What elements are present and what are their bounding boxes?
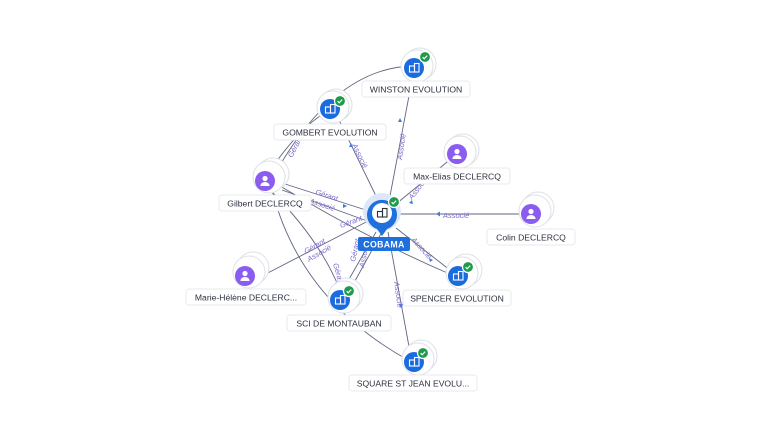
arrow-gilbert (343, 204, 347, 208)
edge-winston-center (389, 79, 413, 197)
edge-label-square: Associé (392, 280, 405, 308)
node-mariehelene[interactable]: Marie-Hélène DECLERC... (185, 251, 307, 306)
verified-badge (461, 260, 475, 274)
node-label: SCI DE MONTAUBAN (296, 319, 381, 329)
node-label-bg (403, 167, 511, 185)
center-label: COBAMA (363, 240, 405, 250)
person-icon (526, 208, 536, 219)
company-icon (376, 207, 388, 218)
verified-badge (387, 195, 401, 209)
verified-badge (418, 50, 432, 64)
arrow-winston (398, 118, 402, 122)
check-icon (391, 200, 397, 205)
node-winston[interactable]: WINSTON EVOLUTION (361, 47, 471, 98)
node-colin[interactable]: Colin DECLERCQ (486, 191, 576, 246)
node-label: SPENCER EVOLUTION (410, 294, 504, 304)
node-label-bg (273, 123, 387, 141)
node-label-bg (361, 80, 471, 98)
edge-gilbert-square (271, 189, 409, 361)
edge-marie-center (261, 219, 371, 277)
edge-spencer-center (395, 227, 456, 275)
arrow-square (399, 304, 403, 308)
check-icon (337, 99, 343, 104)
arrow-gombert (349, 143, 353, 147)
node-label: SQUARE ST JEAN EVOLU... (357, 379, 470, 389)
person-icon (260, 175, 270, 186)
node-label-bg (486, 228, 576, 246)
company-icon (334, 294, 346, 305)
person-icon (452, 148, 462, 159)
node-label-bg (185, 288, 307, 306)
node-label: WINSTON EVOLUTION (370, 85, 462, 95)
verified-badge (333, 94, 347, 108)
node-label: Max-Elias DECLERCQ (413, 172, 501, 182)
node-label-bg (402, 289, 512, 307)
arrow-colin (436, 211, 440, 217)
node-spencer[interactable]: SPENCER EVOLUTION (402, 253, 512, 307)
node-label-bg (286, 314, 392, 332)
node-label-bg (218, 194, 312, 212)
company-icon (408, 356, 420, 367)
person-icon (240, 270, 250, 281)
node-label: Gilbert DECLERCQ (227, 199, 303, 209)
check-icon (346, 289, 352, 294)
node-label: Colin DECLERCQ (496, 233, 566, 243)
edge-label-gilbert-gerant-2: Gérant (339, 213, 364, 230)
edge-square-center (387, 231, 411, 353)
node-gilbert[interactable]: Gilbert DECLERCQ (218, 157, 312, 212)
edge-arrows (343, 118, 440, 308)
check-icon (465, 265, 471, 270)
verified-badge (416, 346, 430, 360)
node-scimontauban[interactable]: SCI DE MONTAUBAN (286, 277, 392, 332)
company-icon (324, 103, 336, 114)
center-node-cobama[interactable]: COBAMA (358, 193, 410, 251)
check-icon (420, 351, 426, 356)
node-squarestjean[interactable]: SQUARE ST JEAN EVOLU... (348, 339, 478, 392)
edge-label-gombert: Associé (350, 141, 370, 169)
check-icon (422, 55, 428, 60)
node-label: Marie-Hélène DECLERC... (195, 293, 297, 303)
edge-gilbert-center (281, 182, 373, 213)
arrow-maxelias (409, 200, 413, 204)
center-label-bg (358, 237, 410, 251)
edge-label-winston: Associé (395, 133, 408, 161)
edge-label-colin: Associé (442, 211, 469, 220)
node-gombert[interactable]: GOMBERT EVOLUTION (273, 88, 387, 141)
node-label-bg (348, 374, 478, 392)
verified-badge (342, 284, 356, 298)
node-label: GOMBERT EVOLUTION (282, 128, 377, 138)
node-maxelias[interactable]: Max-Elias DECLERCQ (403, 133, 511, 185)
company-icon (452, 270, 464, 281)
arrow-spencer (429, 258, 433, 262)
company-icon (408, 62, 420, 73)
